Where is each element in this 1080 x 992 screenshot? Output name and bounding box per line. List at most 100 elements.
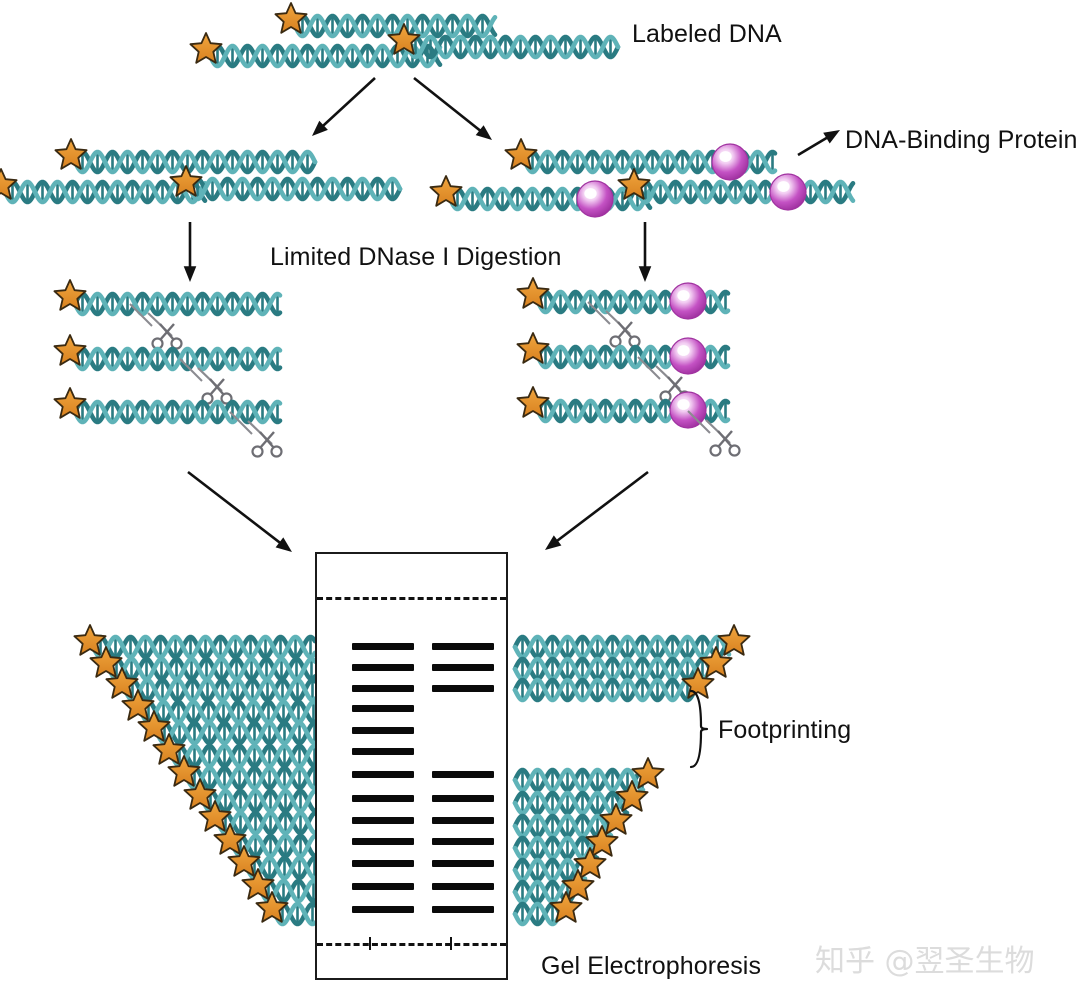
digest-free-cut-line-1 bbox=[174, 357, 220, 391]
digest-bound-cut-line-0 bbox=[582, 300, 628, 334]
dnase-scissors-icon bbox=[602, 308, 648, 354]
left-ladder-fragment-6 bbox=[184, 764, 318, 792]
bound-dna-strand-2 bbox=[635, 178, 856, 206]
lane-minus-protein-band-10 bbox=[352, 860, 414, 867]
dnase-scissors-icon bbox=[194, 365, 240, 411]
left-ladder-fragment-10 bbox=[244, 854, 318, 882]
lane-minus-protein-band-6 bbox=[352, 771, 414, 778]
left-ladder-star-5 bbox=[152, 732, 186, 766]
gel-dye-front-line bbox=[317, 943, 506, 946]
gel-lane-tick-0 bbox=[369, 937, 371, 950]
left-ladder-star-4 bbox=[137, 709, 171, 743]
left-ladder-star-2 bbox=[105, 666, 139, 700]
to-gel-left-arrow bbox=[168, 452, 312, 572]
lane-minus-protein-band-11 bbox=[352, 883, 414, 890]
right-ladder-fragment-6 bbox=[512, 834, 600, 862]
left-ladder-star-11 bbox=[241, 867, 275, 901]
right-ladder-star-8 bbox=[561, 868, 595, 902]
digest-bound-cut-line-1 bbox=[632, 355, 678, 389]
left-ladder-star-9 bbox=[213, 822, 247, 856]
lane-minus-protein-band-12 bbox=[352, 906, 414, 913]
lane-plus-protein-band-2 bbox=[432, 685, 494, 692]
digest-right-arrow bbox=[625, 202, 665, 302]
bound-dna-star-2 bbox=[617, 167, 651, 201]
lane-plus-protein-band-0 bbox=[432, 643, 494, 650]
left-ladder-star-7 bbox=[183, 777, 217, 811]
lane-minus-protein-band-7 bbox=[352, 795, 414, 802]
digest-free-star-2 bbox=[53, 386, 87, 420]
digest-free-strand-2 bbox=[72, 398, 283, 426]
left-ladder-star-1 bbox=[89, 645, 123, 679]
lane-minus-protein-band-9 bbox=[352, 838, 414, 845]
digest-free-star-0 bbox=[53, 278, 87, 312]
lane-minus-protein-band-5 bbox=[352, 748, 414, 755]
right-ladder-fragment-4 bbox=[512, 789, 630, 817]
label-dna-binding-protein: DNA-Binding Protein bbox=[845, 126, 1078, 154]
free-dna-strand-0 bbox=[72, 148, 318, 176]
to-gel-right-arrow bbox=[525, 452, 668, 570]
free-dna-star-0 bbox=[54, 137, 88, 171]
digest-bound-star-2 bbox=[516, 385, 550, 419]
lane-plus-protein-band-6 bbox=[432, 838, 494, 845]
digest-free-cut-line-2 bbox=[224, 410, 270, 444]
labeled-dna-star-1 bbox=[189, 31, 223, 65]
right-ladder-fragment-2 bbox=[512, 676, 696, 704]
dnase-scissors-icon bbox=[702, 417, 748, 463]
lane-minus-protein-band-4 bbox=[352, 727, 414, 734]
labeled-dna-strand-2 bbox=[405, 33, 621, 61]
lane-plus-protein-band-4 bbox=[432, 795, 494, 802]
right-ladder-star-7 bbox=[573, 846, 607, 880]
protein-callout-arrow bbox=[778, 110, 860, 175]
lane-minus-protein-band-0 bbox=[352, 643, 414, 650]
lane-plus-protein-band-8 bbox=[432, 883, 494, 890]
dnase-scissors-icon bbox=[244, 418, 290, 464]
digest-free-strand-0 bbox=[72, 290, 283, 318]
left-ladder-star-0 bbox=[73, 623, 107, 657]
label-limited-dnase-digestion: Limited DNase I Digestion bbox=[270, 243, 562, 271]
free-dna-strand-2 bbox=[187, 175, 403, 203]
right-ladder-star-4 bbox=[615, 779, 649, 813]
lane-minus-protein-band-8 bbox=[352, 817, 414, 824]
watermark: 知乎 @翌圣生物 bbox=[815, 944, 1035, 979]
left-ladder-fragment-2 bbox=[122, 676, 318, 704]
left-ladder-star-12 bbox=[255, 890, 289, 924]
free-dna-star-2 bbox=[169, 164, 203, 198]
dna-binding-protein-icon bbox=[710, 142, 750, 182]
left-ladder-star-10 bbox=[227, 844, 261, 878]
labeled-dna-star-0 bbox=[274, 1, 308, 35]
digest-left-arrow bbox=[170, 202, 210, 302]
dna-binding-protein-icon bbox=[768, 172, 808, 212]
footprint-brace bbox=[688, 689, 710, 769]
lane-plus-protein-band-3 bbox=[432, 771, 494, 778]
digest-bound-star-1 bbox=[516, 331, 550, 365]
split-left-arrow bbox=[292, 58, 395, 156]
left-ladder-fragment-5 bbox=[169, 742, 318, 770]
digest-free-star-1 bbox=[53, 333, 87, 367]
right-ladder-star-3 bbox=[631, 756, 665, 790]
lane-minus-protein-band-3 bbox=[352, 705, 414, 712]
left-ladder-fragment-3 bbox=[138, 698, 318, 726]
labeled-dna-star-2 bbox=[387, 22, 421, 56]
free-dna-star-1 bbox=[0, 167, 18, 201]
lane-plus-protein-band-7 bbox=[432, 860, 494, 867]
label-footprinting: Footprinting bbox=[718, 716, 852, 744]
right-ladder-star-6 bbox=[585, 824, 619, 858]
label-gel-electrophoresis: Gel Electrophoresis bbox=[541, 952, 762, 980]
gel-slab bbox=[315, 552, 508, 980]
lane-plus-protein-band-1 bbox=[432, 664, 494, 671]
label-labeled-dna: Labeled DNA bbox=[632, 20, 782, 48]
digest-bound-star-0 bbox=[516, 276, 550, 310]
split-right-arrow bbox=[394, 58, 512, 160]
left-ladder-fragment-9 bbox=[230, 832, 318, 860]
left-ladder-star-6 bbox=[167, 754, 201, 788]
right-ladder-star-5 bbox=[599, 802, 633, 836]
dna-binding-protein-icon bbox=[668, 281, 708, 321]
left-ladder-fragment-0 bbox=[90, 633, 318, 661]
gel-well-line bbox=[317, 597, 506, 600]
lane-minus-protein-band-2 bbox=[352, 685, 414, 692]
digest-free-strand-1 bbox=[72, 345, 283, 373]
dna-binding-protein-icon bbox=[668, 336, 708, 376]
left-ladder-fragment-4 bbox=[154, 719, 318, 747]
left-ladder-fragment-8 bbox=[215, 809, 318, 837]
